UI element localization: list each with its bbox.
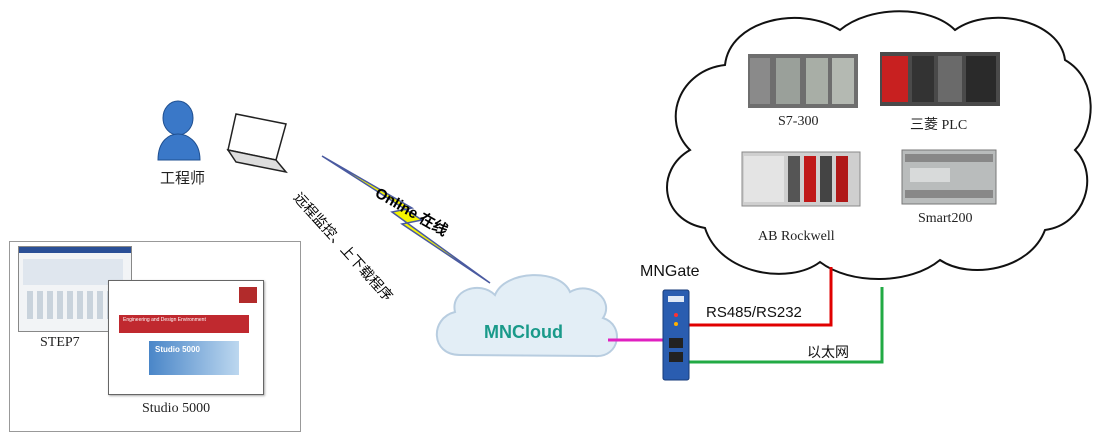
studio-splash-title: Studio 5000: [155, 345, 200, 354]
mngate-label: MNGate: [640, 263, 700, 280]
mncloud-label: MNCloud: [484, 322, 563, 342]
mitsubishi-plc-label: 三菱 PLC: [910, 118, 968, 133]
mngate-device: [662, 289, 690, 381]
engineer-label: 工程师: [160, 170, 206, 187]
step7-screenshot: [18, 246, 132, 332]
engineer-icon: [157, 100, 201, 161]
serial-label: RS485/RS232: [706, 304, 802, 321]
serial-link-line: [688, 267, 833, 327]
smart200-device: [901, 149, 997, 205]
mncloud-shape: [435, 274, 618, 358]
mitsubishi-plc-device: [880, 52, 1000, 106]
plc-cloud: [666, 10, 1092, 280]
laptop-icon: [226, 113, 288, 174]
studio5000-splash: Engineering and Design Environment Studi…: [108, 280, 264, 395]
s7-300-device: [748, 54, 858, 108]
studio5000-label: Studio 5000: [142, 401, 211, 416]
ethernet-label: 以太网: [807, 344, 849, 360]
lightning-bolt: [321, 155, 491, 284]
s7-300-label: S7-300: [778, 114, 819, 129]
smart200-label: Smart200: [918, 211, 973, 226]
ab-rockwell-label: AB Rockwell: [758, 229, 835, 244]
studio-splash-subtitle: Engineering and Design Environment: [123, 317, 206, 323]
ethernet-link-line: [688, 287, 884, 364]
ab-rockwell-device: [741, 151, 861, 207]
step7-label: STEP7: [40, 335, 80, 350]
